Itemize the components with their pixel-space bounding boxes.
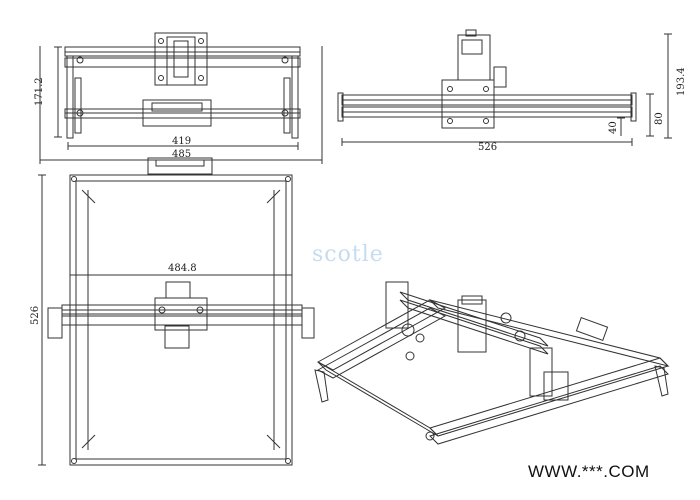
top-view: [38, 157, 315, 466]
footer-url: WWW.***.COM: [528, 462, 650, 481]
top-width-label: 484.8: [168, 263, 197, 274]
isometric-view: [314, 281, 670, 445]
side-height-total-label: 193.4: [676, 67, 687, 96]
watermark-text: scotle: [312, 242, 384, 267]
front-view: [39, 32, 323, 164]
side-height-40-label: 40: [608, 121, 619, 134]
top-depth-label: 526: [30, 306, 41, 325]
side-length-label: 526: [478, 142, 497, 153]
front-width-outer-label: 485: [172, 149, 191, 160]
side-view: [337, 29, 672, 146]
front-width-inner-label: 419: [172, 136, 191, 147]
side-height-80-label: 80: [654, 112, 665, 125]
front-height-label: 171.2: [34, 77, 45, 106]
